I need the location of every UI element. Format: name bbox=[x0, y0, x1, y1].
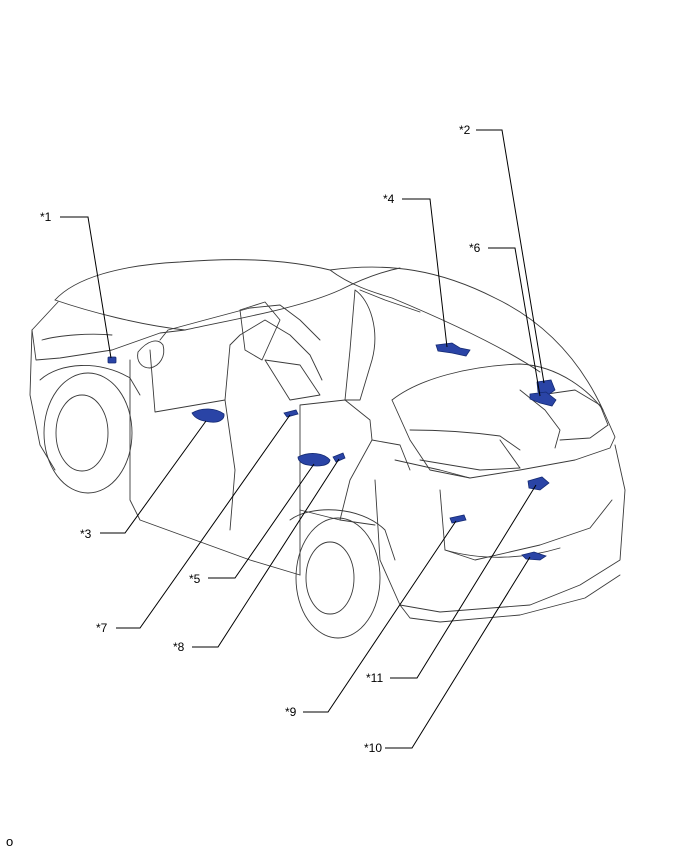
callout-label-11: *11 bbox=[366, 671, 384, 685]
figure-code: o bbox=[6, 834, 14, 849]
callout-label-4: *4 bbox=[383, 192, 395, 206]
component-7 bbox=[283, 409, 299, 418]
callout-label-9: *9 bbox=[285, 705, 297, 719]
callout-label-1: *1 bbox=[40, 210, 52, 224]
component-6 bbox=[529, 391, 557, 407]
callout-label-5: *5 bbox=[189, 572, 201, 586]
leader-6 bbox=[488, 247, 541, 397]
component-9 bbox=[449, 514, 467, 524]
leader-5 bbox=[208, 463, 315, 579]
component-2 bbox=[536, 379, 556, 396]
component-10 bbox=[521, 551, 547, 561]
callout-label-10: *10 bbox=[364, 741, 383, 755]
component-5 bbox=[297, 453, 331, 467]
components bbox=[107, 342, 557, 561]
leader-9 bbox=[303, 520, 457, 713]
component-1 bbox=[107, 356, 117, 364]
callout-label-8: *8 bbox=[173, 640, 185, 654]
leader-10 bbox=[385, 556, 531, 749]
leader-11 bbox=[390, 484, 537, 679]
callout-label-2: *2 bbox=[459, 123, 471, 137]
leader-7 bbox=[116, 414, 291, 629]
leader-lines bbox=[60, 129, 545, 749]
leader-8 bbox=[192, 458, 340, 648]
leader-2 bbox=[476, 129, 545, 384]
leader-3 bbox=[100, 420, 207, 534]
callout-label-3: *3 bbox=[80, 527, 92, 541]
component-11 bbox=[527, 476, 550, 491]
component-3 bbox=[191, 408, 225, 423]
leader-4 bbox=[402, 198, 448, 348]
vehicle-outline bbox=[29, 259, 626, 639]
component-8 bbox=[332, 452, 346, 463]
callout-label-6: *6 bbox=[469, 241, 481, 255]
component-4 bbox=[435, 342, 471, 357]
callout-label-7: *7 bbox=[96, 621, 108, 635]
leader-1 bbox=[60, 216, 112, 359]
